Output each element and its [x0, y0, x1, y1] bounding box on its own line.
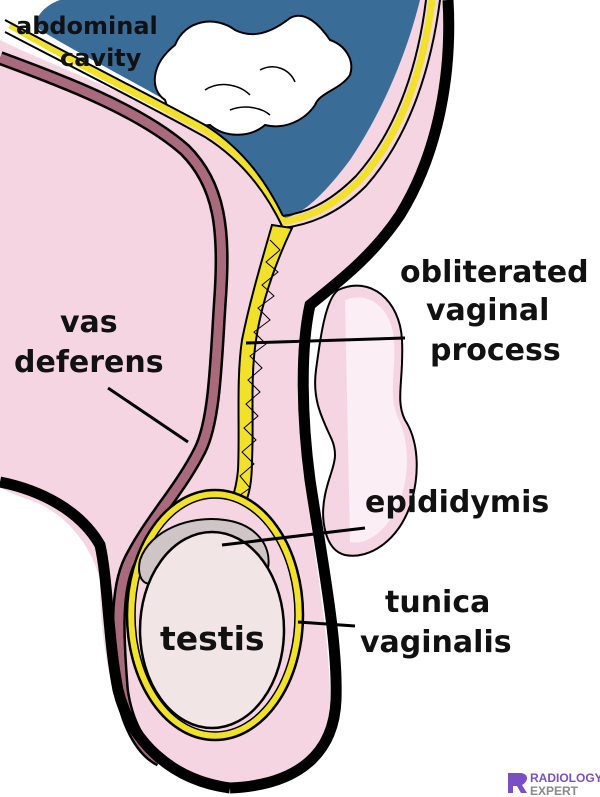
vas-deferens-fill	[0, 53, 227, 765]
label-tunica-line2: vaginalis	[360, 625, 512, 660]
leader-vas-deferens	[107, 386, 189, 444]
label-ovp-line2: vaginal	[426, 293, 549, 328]
label-abdominal-cavity: abdominal cavity	[16, 12, 166, 72]
logo-text-line1: RADIOLOGY.	[530, 771, 600, 785]
label-tunica-vaginalis: tunica vaginalis	[360, 585, 512, 660]
label-tunica-line1: tunica	[385, 585, 490, 620]
testis	[138, 530, 286, 730]
epididymis-body-highlight	[345, 297, 407, 543]
label-vas-deferens: vas deferens	[14, 305, 164, 380]
label-vas-line1: vas	[60, 305, 118, 340]
peritoneum-outline	[4, 0, 441, 229]
skin-outline-left	[0, 476, 231, 794]
leader-vaginal-process	[245, 336, 406, 345]
skin-outline-right	[229, 0, 455, 794]
logo-text-line2: EXPERT	[530, 784, 579, 797]
label-epididymis: epididymis	[365, 485, 549, 520]
leader-epididymis	[221, 526, 366, 547]
leader-tunica-vaginalis	[297, 620, 356, 628]
logo-r-icon	[508, 773, 527, 793]
peritoneum-right	[282, 0, 436, 226]
label-ovp-line3: process	[430, 333, 561, 368]
label-ovp-line1: obliterated	[400, 255, 589, 290]
radiology-expert-logo: RADIOLOGY. EXPERT	[508, 771, 600, 797]
label-obliterated-vaginal-process: obliterated vaginal process	[400, 255, 599, 368]
label-testis: testis	[160, 619, 265, 658]
label-vas-line2: deferens	[14, 345, 164, 380]
vaginal-process-texture	[235, 239, 281, 499]
label-abdominal-line2: cavity	[60, 44, 142, 72]
peritoneum-left	[8, 21, 287, 224]
bowel-fold-lines	[204, 66, 296, 116]
label-abdominal-line1: abdominal	[16, 12, 158, 40]
